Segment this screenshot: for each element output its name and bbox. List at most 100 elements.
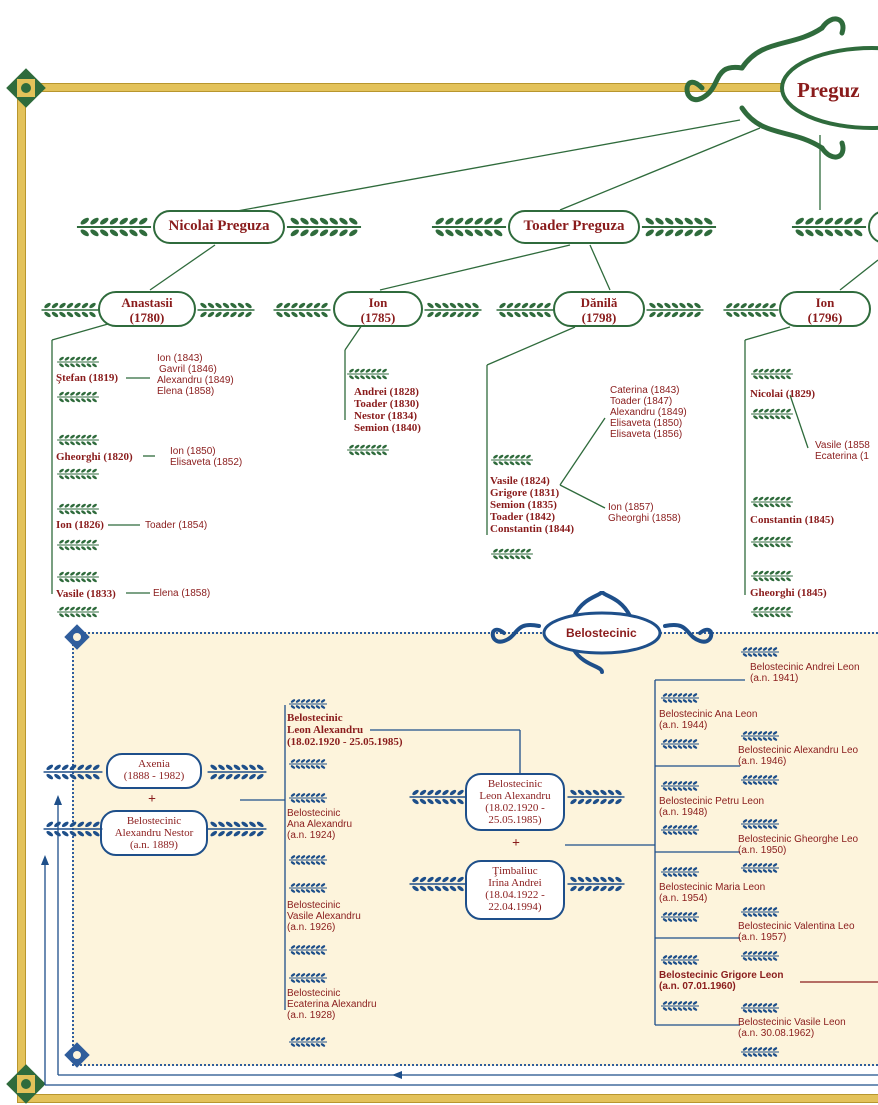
gold-border-frame (18, 84, 878, 1102)
person-ion-1796[interactable]: Ion (1796) (779, 291, 871, 327)
person-name[interactable]: Alexandru (1849) (610, 407, 687, 418)
person-vasile-1833[interactable]: Vasile (1833) (56, 588, 116, 600)
laurel-icon (347, 444, 389, 456)
laurel-icon (424, 302, 482, 318)
person-alexandru-nestor[interactable]: Belostecinic Alexandru Nestor (a.n. 1889… (100, 810, 208, 856)
person-toader-preguza[interactable]: Toader Preguza (508, 210, 640, 244)
person-leon-alexandru[interactable]: Belostecinic Leon Alexandru (18.02.1920 … (465, 773, 565, 831)
person-name: Belostecinic Ana Leon (659, 709, 758, 720)
laurel-icon (57, 391, 99, 403)
person-name[interactable]: Toader (1830) (354, 398, 420, 410)
person-name: Belostecinic (126, 815, 182, 827)
person-ion-1785[interactable]: Ion (1785) (333, 291, 423, 327)
person-year: (18.02.1920 - 25.05.1985) (287, 736, 403, 748)
person-year: (a.n. 30.08.1962) (738, 1028, 815, 1039)
grandchildren-group: Ion (1857) Gheorghi (1858) (608, 502, 681, 524)
person-stefan[interactable]: Ştefan (1819) (56, 372, 119, 384)
person-name[interactable]: Constantin (1844) (490, 523, 575, 535)
person-name[interactable]: Andrei (1828) (354, 386, 419, 398)
laurel-icon (57, 356, 99, 368)
laurel-icon (751, 570, 793, 582)
person-name[interactable]: Ion (1850) (170, 446, 216, 457)
person-name: Axenia (138, 758, 170, 770)
person-name[interactable]: Elisaveta (1850) (610, 418, 683, 429)
person-year: (1798) (581, 310, 617, 325)
person-axenia[interactable]: Axenia (1888 - 1982) (106, 753, 202, 789)
grandchild-andrei-leon[interactable]: Belostecinic Andrei Leon(a.n. 1941) (750, 662, 860, 684)
person-name: Belostecinic (287, 900, 341, 911)
person-name[interactable]: Grigore (1831) (490, 487, 560, 499)
children-list-danila: Vasile (1824) Grigore (1831) Semion (183… (490, 475, 574, 535)
person-danila[interactable]: Dănilă (1798) (553, 291, 645, 327)
person-name[interactable]: Caterina (1843) (610, 385, 680, 396)
person-nicolai-1829[interactable]: Nicolai (1829) (750, 388, 816, 400)
person-name: Belostecinic Vasile Leon (738, 1017, 846, 1028)
child-leon-alexandru[interactable]: Belostecinic Leon Alexandru (18.02.1920 … (287, 712, 403, 748)
children-list-ion-1785: Andrei (1828) Toader (1830) Nestor (1834… (354, 386, 421, 434)
grandchild-grigore-leon[interactable]: Belostecinic Grigore Leon(a.n. 07.01.196… (659, 970, 783, 992)
person-name: Leon Alexandru (479, 790, 551, 802)
grandchild-gheorghe-leon[interactable]: Belostecinic Gheorghe Leo(a.n. 1950) (738, 834, 858, 856)
grandchild-alexandru-leon[interactable]: Belostecinic Alexandru Leo(a.n. 1946) (738, 745, 858, 767)
person-irina-andrei[interactable]: Ţimbaliuc Irina Andrei (18.04.1922 - 22.… (465, 860, 565, 920)
person-nicolai-preguza[interactable]: Nicolai Preguza (153, 210, 285, 244)
person-name[interactable]: Ecaterina (1 (815, 451, 869, 462)
grandchild-maria-leon[interactable]: Belostecinic Maria Leon(a.n. 1954) (659, 882, 765, 904)
child-ecaterina-alexandru[interactable]: Belostecinic Ecaterina Alexandru (a.n. 1… (287, 988, 377, 1021)
blue-laurel-icon (289, 855, 327, 865)
person-name[interactable]: Semion (1840) (354, 422, 421, 434)
person-name[interactable]: Elisaveta (1856) (610, 429, 683, 440)
laurel-icon (76, 217, 152, 237)
blue-laurel-icon (661, 825, 699, 835)
blue-laurel-icon (289, 1037, 327, 1047)
person-year: (1785) (360, 310, 396, 325)
child-ana-alexandru[interactable]: Belostecinic Ana Alexandru (a.n. 1924) (287, 808, 352, 841)
grandchild-petru-leon[interactable]: Belostecinic Petru Leon(a.n. 1948) (659, 796, 764, 818)
person-name[interactable]: Vasile (1858 (815, 440, 870, 451)
person-gheorghi-1845[interactable]: Gheorghi (1845) (750, 587, 827, 599)
grandchild-vasile-leon[interactable]: Belostecinic Vasile Leon(a.n. 30.08.1962… (738, 1017, 846, 1039)
person-name[interactable]: Ion (1843) (157, 353, 203, 364)
blue-laurel-icon (289, 759, 327, 769)
person-anastasii[interactable]: Anastasii (1780) (98, 291, 196, 327)
laurel-icon (491, 548, 533, 560)
person-ion-1826[interactable]: Ion (1826) (56, 519, 104, 531)
person-year: (a.n. 07.01.1960) (659, 981, 736, 992)
person-name: Ţimbaliuc (492, 865, 538, 877)
person-constantin-1845[interactable]: Constantin (1845) (750, 514, 835, 526)
person-name[interactable]: Gavril (1846) (159, 364, 217, 375)
person-name[interactable]: Vasile (1824) (490, 475, 550, 487)
grandchild-valentina-leon[interactable]: Belostecinic Valentina Leo(a.n. 1957) (738, 921, 855, 943)
person-name[interactable]: Toader (1842) (490, 511, 556, 523)
person-name[interactable]: Alexandru (1849) (157, 375, 234, 386)
person-gheorghi[interactable]: Gheorghi (1820) (56, 451, 133, 463)
scroll-ornament-icon (684, 16, 878, 160)
person-year: (a.n. 1924) (287, 830, 336, 841)
blue-laurel-icon (207, 764, 267, 780)
grandchildren-group: Toader (1854) (145, 520, 207, 531)
person-year: (a.n. 1950) (738, 845, 787, 856)
person-name: Belostecinic (287, 712, 343, 724)
person-name: Belostecinic Petru Leon (659, 796, 765, 807)
person-name: Belostecinic Alexandru Leo (738, 745, 859, 756)
person-name[interactable]: Toader (1854) (145, 520, 208, 531)
blue-laurel-icon (661, 739, 699, 749)
blue-laurel-icon (289, 973, 327, 983)
spouse-plus: + (512, 836, 520, 851)
person-name[interactable]: Elisaveta (1852) (170, 457, 243, 468)
grandchildren-group: Caterina (1843) Toader (1847) Alexandru … (610, 385, 687, 440)
person-name[interactable]: Ion (1857) (608, 502, 654, 513)
child-vasile-alexandru[interactable]: Belostecinic Vasile Alexandru (a.n. 1926… (287, 900, 361, 933)
laurel-icon (751, 408, 793, 420)
person-name[interactable]: Toader (1847) (610, 396, 673, 407)
grandchild-ana-leon[interactable]: Belostecinic Ana Leon(a.n. 1944) (659, 709, 757, 731)
person-name[interactable]: Elena (1858) (153, 588, 211, 599)
person-name[interactable]: Nestor (1834) (354, 410, 418, 422)
person-name[interactable]: Gheorghi (1858) (608, 513, 681, 524)
laurel-icon (347, 368, 389, 380)
laurel-icon (751, 536, 793, 548)
person-year: (a.n. 1944) (659, 720, 708, 731)
person-name[interactable]: Elena (1858) (157, 386, 215, 397)
person-name: Belostecinic Maria Leon (659, 882, 766, 893)
person-name[interactable]: Semion (1835) (490, 499, 557, 511)
